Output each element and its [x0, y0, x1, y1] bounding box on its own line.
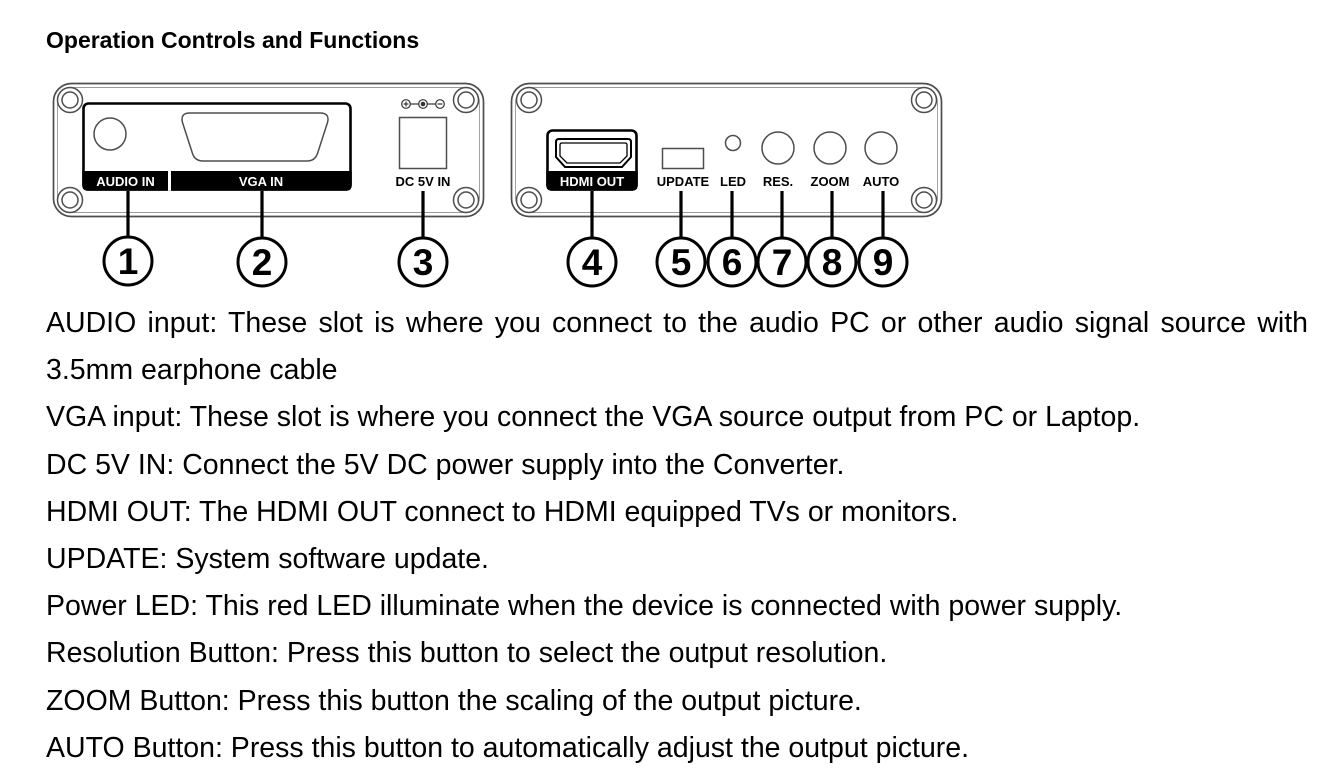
- callout-6: 6: [706, 191, 758, 288]
- callout-7: 7: [756, 191, 808, 288]
- screw-icon: [452, 186, 480, 214]
- connection-panel-diagram: AUDIO IN VGA IN DC 5V IN: [52, 82, 943, 288]
- screw-inner-ring: [457, 191, 475, 209]
- callout-marker: [756, 236, 808, 288]
- left-panel-inner-edge: [57, 87, 480, 213]
- audio-vga-label-strip: [82, 171, 352, 191]
- callout-marker: [857, 236, 909, 288]
- dc-jack-icon: [398, 116, 448, 170]
- screw-inner-ring: [61, 91, 79, 109]
- callout-number: 1: [118, 241, 139, 282]
- label-strip-divider: [168, 171, 171, 191]
- auto-label: AUTO: [863, 174, 900, 189]
- screw-icon: [910, 86, 938, 114]
- led-indicator-icon: [724, 134, 742, 152]
- callout-marker: [566, 236, 618, 288]
- screw-inner-ring: [520, 191, 538, 209]
- description-list: AUDIO input: These slot is where you con…: [46, 300, 1308, 772]
- res-button-icon: [761, 131, 795, 165]
- hdmi-port-inner-outline: [559, 142, 628, 164]
- screw-icon: [56, 186, 84, 214]
- screw-icon: [515, 86, 543, 114]
- auto-button-icon: [864, 131, 898, 165]
- callout-marker: [806, 236, 858, 288]
- led-label: LED: [720, 174, 746, 189]
- audio-jack-icon: [93, 117, 127, 151]
- callout-marker: [655, 236, 707, 288]
- screw-inner-ring: [915, 191, 933, 209]
- callout-number: 7: [772, 242, 793, 283]
- description-hdmi-out: HDMI OUT: The HDMI OUT connect to HDMI e…: [46, 495, 959, 528]
- callout-number: 5: [671, 242, 692, 283]
- hdmi-out-block: HDMI OUT: [546, 129, 638, 191]
- right-panel: HDMI OUT UPDATE LED RES. ZOOM AUTO: [510, 82, 943, 218]
- screw-icon: [515, 186, 543, 214]
- update-label: UPDATE: [657, 174, 710, 189]
- hdmi-label-strip: [546, 171, 638, 191]
- callouts: 1 2 3 4 5 6 7: [102, 191, 909, 288]
- callout-9: 9: [857, 191, 909, 288]
- callout-number: 8: [822, 242, 843, 283]
- dc-5v-in: DC 5V IN: [396, 99, 451, 189]
- callout-number: 2: [252, 242, 273, 283]
- callout-marker: [397, 236, 449, 288]
- update-port-icon: [661, 147, 705, 170]
- right-panel-inner-edge: [515, 87, 938, 213]
- callout-4: 4: [566, 191, 618, 288]
- description-zoom-button: ZOOM Button: Press this button the scali…: [46, 684, 862, 717]
- hdmi-out-label: HDMI OUT: [560, 174, 624, 189]
- hdmi-port-icon: [555, 138, 632, 168]
- screw-icon: [56, 86, 84, 114]
- screw-inner-ring: [520, 91, 538, 109]
- callout-number: 6: [722, 242, 743, 283]
- zoom-button-icon: [813, 131, 847, 165]
- callout-2: 2: [236, 191, 288, 288]
- screw-inner-ring: [457, 91, 475, 109]
- callout-number: 4: [582, 242, 603, 283]
- description-resolution-button: Resolution Button: Press this button to …: [46, 637, 888, 670]
- zoom-label: ZOOM: [811, 174, 850, 189]
- callout-number: 3: [413, 242, 434, 283]
- audio-in-label: AUDIO IN: [96, 174, 155, 189]
- screw-inner-ring: [61, 191, 79, 209]
- left-panel: AUDIO IN VGA IN DC 5V IN: [52, 82, 485, 218]
- callout-marker: [706, 236, 758, 288]
- screw-inner-ring: [915, 91, 933, 109]
- screw-icon: [452, 86, 480, 114]
- callout-number: 9: [873, 242, 894, 283]
- callout-5: 5: [655, 191, 707, 288]
- vga-connector-icon: [181, 112, 329, 162]
- description-update: UPDATE: System software update.: [46, 543, 489, 576]
- audio-vga-input-block: AUDIO IN VGA IN: [82, 102, 352, 191]
- center-pin-dot: [420, 101, 426, 107]
- res-label: RES.: [763, 174, 793, 189]
- dc-polarity-icon: [401, 99, 445, 109]
- page-title: Operation Controls and Functions: [46, 27, 420, 53]
- description-auto-button: AUTO Button: Press this button to automa…: [46, 731, 970, 764]
- description-dc-5v-in: DC 5V IN: Connect the 5V DC power supply…: [46, 448, 845, 481]
- screw-icon: [910, 186, 938, 214]
- callout-8: 8: [806, 191, 858, 288]
- description-power-led: Power LED: This red LED illuminate when …: [46, 590, 1123, 623]
- description-vga-input: VGA input: These slot is where you conne…: [46, 401, 1141, 434]
- callout-3: 3: [397, 191, 449, 288]
- description-audio-input: AUDIO input: These slot is where you con…: [46, 307, 1308, 387]
- dc-5v-in-label: DC 5V IN: [396, 174, 451, 189]
- callout-marker: [236, 236, 288, 288]
- callout-marker: [102, 235, 154, 287]
- callout-1: 1: [102, 191, 154, 287]
- vga-in-label: VGA IN: [239, 174, 283, 189]
